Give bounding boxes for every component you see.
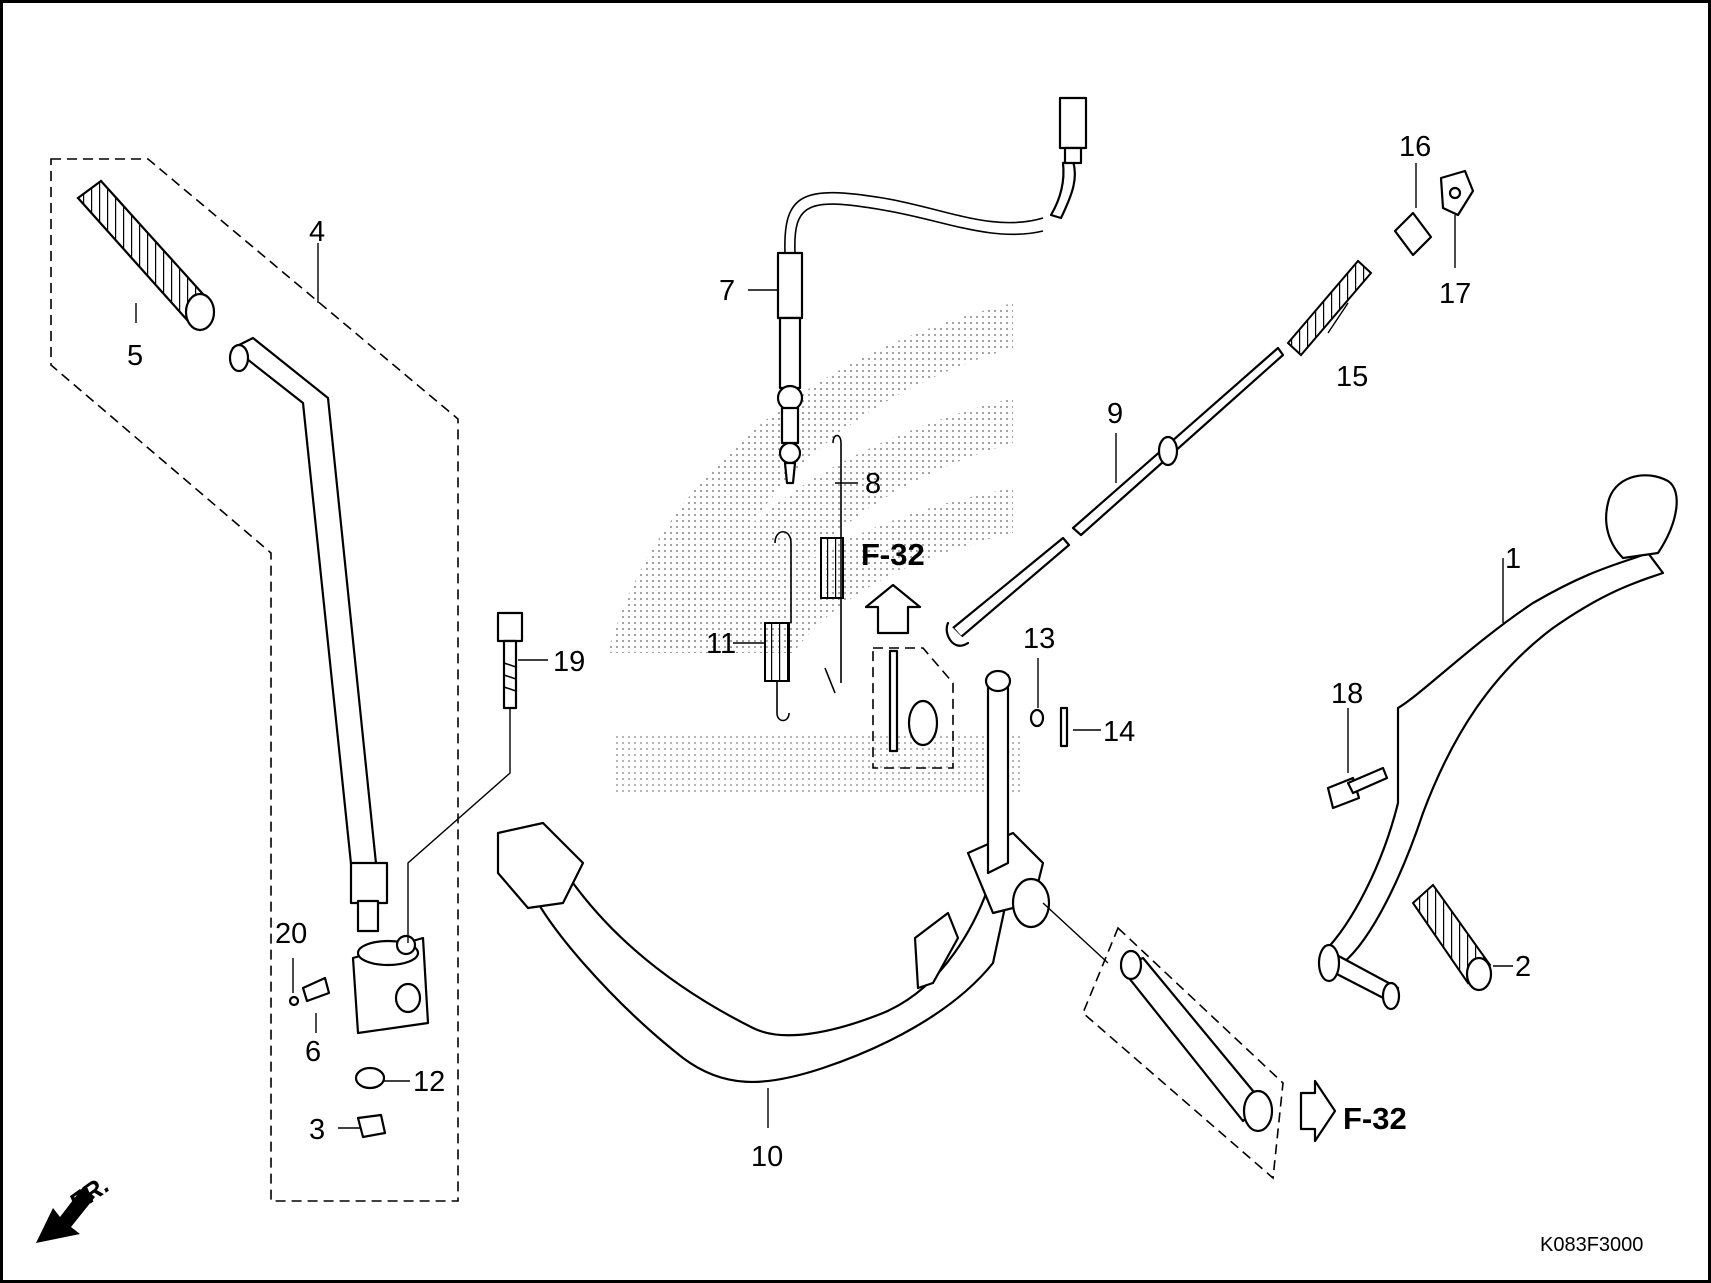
watermark-wing: [608, 303, 1023, 793]
group-box-shaft: [1082, 926, 1284, 1180]
callout-11: 11: [706, 628, 736, 660]
callout-labels: 1 2 3 4 5 6 7 8 9 10 11 12 13 14 15 16 1…: [127, 131, 1531, 1173]
callout-10: 10: [751, 1141, 783, 1173]
part-2-footpeg-rubber: [1411, 883, 1493, 992]
callout-4: 4: [309, 216, 325, 248]
clamp-assembly: [288, 934, 430, 1139]
diagram-code: K083F3000: [1540, 1234, 1643, 1256]
pin-group: [888, 649, 1069, 753]
part-1-kick-arm: [1317, 474, 1678, 1011]
part-19-bolt: [496, 611, 524, 710]
diagram-canvas: 1 2 3 4 5 6 7 8 9 10 11 12 13 14 15 16 1…: [36, 96, 1678, 1256]
part-18-bolt: [1326, 766, 1389, 810]
part-9-rod: [945, 346, 1285, 647]
part-10-brake-pedal: [496, 669, 1051, 1084]
part-11-spring: [764, 530, 792, 722]
callout-18: 18: [1331, 678, 1363, 710]
callout-5: 5: [127, 340, 143, 372]
callout-14: 14: [1103, 716, 1135, 748]
callout-9: 9: [1107, 398, 1123, 430]
callout-13: 13: [1023, 623, 1055, 655]
part-15-spring: [1286, 259, 1373, 357]
reference-label-lower: F-32: [1343, 1101, 1407, 1136]
part-7-switch-cable: [776, 96, 1088, 485]
part-16-collar: [1393, 211, 1433, 257]
callout-12: 12: [413, 1066, 445, 1098]
callout-6: 6: [305, 1036, 321, 1068]
callout-16: 16: [1399, 131, 1431, 163]
part-5-footpeg-rubber: [76, 179, 216, 332]
part-8-spring: [820, 434, 844, 694]
reference-label-upper: F-32: [861, 537, 925, 572]
callout-7: 7: [719, 275, 735, 307]
reference-arrow-up: [864, 583, 922, 635]
callout-19: 19: [553, 646, 585, 678]
part-17-clip: [1439, 169, 1475, 217]
reference-arrow-right: [1299, 1079, 1337, 1143]
callout-1: 1: [1505, 543, 1521, 575]
callout-20: 20: [275, 918, 307, 950]
callout-8: 8: [865, 468, 881, 500]
callout-3: 3: [309, 1114, 325, 1146]
part-4-lever-bar: [228, 336, 389, 933]
leader-lines: [135, 163, 1513, 1129]
callout-17: 17: [1439, 278, 1471, 310]
front-direction-arrow: [36, 1187, 95, 1243]
pivot-shaft: [1119, 949, 1274, 1133]
callout-2: 2: [1515, 951, 1531, 983]
group-box-left: [50, 158, 459, 1202]
group-box-pin: [872, 647, 954, 769]
callout-15: 15: [1336, 361, 1368, 393]
